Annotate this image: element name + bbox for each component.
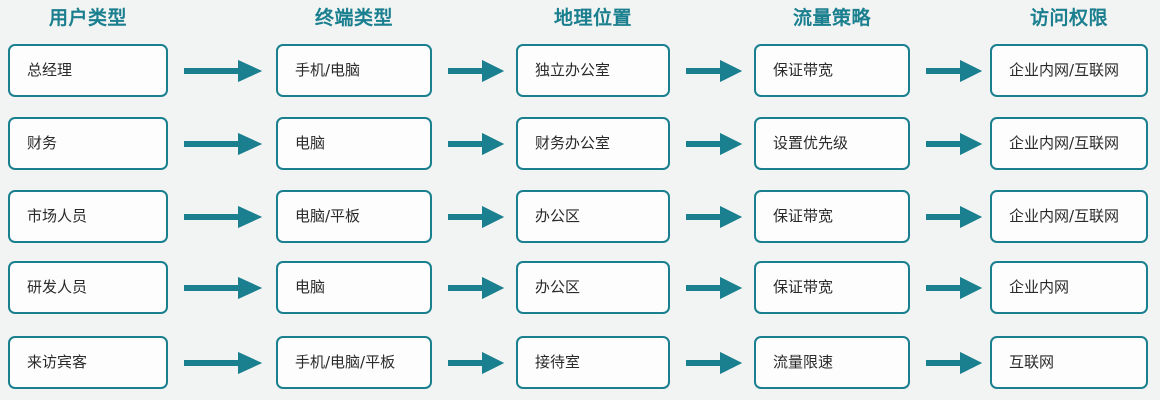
right-arrow-icon	[448, 352, 504, 374]
node-label: 流量限速	[773, 353, 834, 372]
right-arrow-icon	[448, 277, 504, 299]
node-label: 保证带宽	[773, 278, 834, 297]
column-header-location: 地理位置	[553, 7, 632, 29]
right-arrow-icon	[686, 206, 742, 228]
node-label: 财务办公室	[535, 134, 611, 153]
node-label: 总经理	[27, 61, 73, 80]
node-access-right[interactable]: 互联网	[990, 336, 1148, 389]
node-label: 电脑	[295, 134, 326, 153]
right-arrow-icon	[448, 206, 504, 228]
right-arrow-icon	[686, 60, 742, 82]
right-arrow-icon	[448, 60, 504, 82]
node-label: 独立办公室	[535, 61, 611, 80]
right-arrow-icon	[686, 352, 742, 374]
table-row: 市场人员 电脑/平板 办公区 保证带宽	[0, 190, 1160, 244]
table-row: 财务 电脑 财务办公室 设置优先级	[0, 117, 1160, 171]
node-traffic-policy[interactable]: 设置优先级	[754, 117, 910, 170]
node-access-right[interactable]: 企业内网/互联网	[990, 117, 1148, 170]
node-access-right[interactable]: 企业内网	[990, 261, 1148, 314]
right-arrow-icon	[184, 277, 262, 299]
column-header-user-type: 用户类型	[48, 7, 127, 29]
node-label: 手机/电脑	[295, 61, 361, 80]
node-label: 办公区	[535, 278, 581, 297]
right-arrow-icon	[926, 133, 982, 155]
column-header-traffic-policy: 流量策略	[792, 7, 871, 29]
right-arrow-icon	[184, 133, 262, 155]
right-arrow-icon	[686, 277, 742, 299]
node-label: 互联网	[1009, 353, 1055, 372]
right-arrow-icon	[448, 133, 504, 155]
node-label: 企业内网/互联网	[1009, 134, 1120, 153]
right-arrow-icon	[184, 60, 262, 82]
right-arrow-icon	[926, 277, 982, 299]
node-label: 财务	[27, 134, 58, 153]
node-location[interactable]: 接待室	[516, 336, 670, 389]
node-user-type[interactable]: 财务	[8, 117, 168, 170]
node-device-type[interactable]: 电脑/平板	[276, 190, 432, 243]
node-traffic-policy[interactable]: 保证带宽	[754, 261, 910, 314]
node-location[interactable]: 独立办公室	[516, 44, 670, 97]
right-arrow-icon	[184, 352, 262, 374]
node-access-right[interactable]: 企业内网/互联网	[990, 190, 1148, 243]
right-arrow-icon	[926, 206, 982, 228]
node-label: 保证带宽	[773, 207, 834, 226]
node-label: 研发人员	[27, 278, 88, 297]
node-label: 企业内网	[1009, 278, 1070, 297]
right-arrow-icon	[686, 133, 742, 155]
right-arrow-icon	[926, 352, 982, 374]
node-traffic-policy[interactable]: 保证带宽	[754, 44, 910, 97]
node-traffic-policy[interactable]: 流量限速	[754, 336, 910, 389]
column-header-device-type: 终端类型	[314, 7, 393, 29]
node-label: 办公区	[535, 207, 581, 226]
node-device-type[interactable]: 电脑	[276, 117, 432, 170]
node-label: 市场人员	[27, 207, 88, 226]
node-location[interactable]: 办公区	[516, 190, 670, 243]
node-access-right[interactable]: 企业内网/互联网	[990, 44, 1148, 97]
node-location[interactable]: 办公区	[516, 261, 670, 314]
node-label: 保证带宽	[773, 61, 834, 80]
right-arrow-icon	[184, 206, 262, 228]
column-header-access-right: 访问权限	[1029, 7, 1108, 29]
node-label: 设置优先级	[773, 134, 849, 153]
node-label: 接待室	[535, 353, 581, 372]
node-user-type[interactable]: 总经理	[8, 44, 168, 97]
node-user-type[interactable]: 研发人员	[8, 261, 168, 314]
column-header-row: 用户类型 终端类型 地理位置 流量策略 访问权限	[0, 0, 1160, 40]
table-row: 来访宾客 手机/电脑/平板 接待室 流量限速	[0, 336, 1160, 390]
node-location[interactable]: 财务办公室	[516, 117, 670, 170]
node-user-type[interactable]: 来访宾客	[8, 336, 168, 389]
node-user-type[interactable]: 市场人员	[8, 190, 168, 243]
node-traffic-policy[interactable]: 保证带宽	[754, 190, 910, 243]
node-device-type[interactable]: 手机/电脑	[276, 44, 432, 97]
node-device-type[interactable]: 手机/电脑/平板	[276, 336, 432, 389]
right-arrow-icon	[926, 60, 982, 82]
node-label: 企业内网/互联网	[1009, 61, 1120, 80]
node-label: 企业内网/互联网	[1009, 207, 1120, 226]
node-device-type[interactable]: 电脑	[276, 261, 432, 314]
node-label: 电脑/平板	[295, 207, 361, 226]
node-label: 来访宾客	[27, 353, 88, 372]
node-label: 手机/电脑/平板	[295, 353, 396, 372]
table-row: 总经理 手机/电脑 独立办公室 保证带宽	[0, 44, 1160, 98]
table-row: 研发人员 电脑 办公区 保证带宽	[0, 261, 1160, 315]
node-label: 电脑	[295, 278, 326, 297]
